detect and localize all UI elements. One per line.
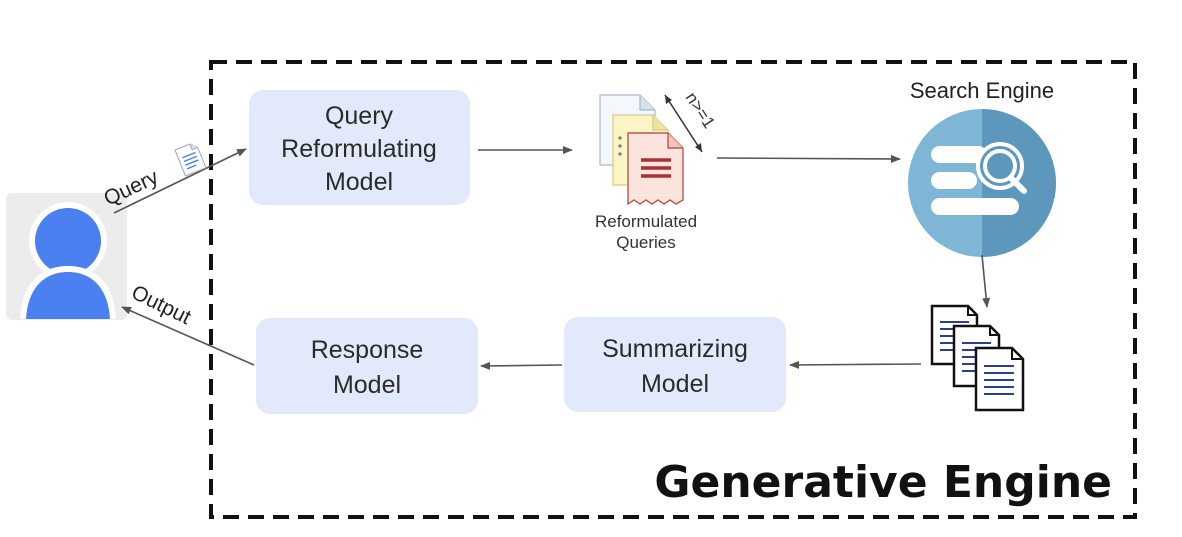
response-model-box: Response Model <box>256 318 478 414</box>
reformulated-queries-line-1: Reformulated <box>595 212 697 231</box>
qrm-line-2: Reformulating <box>281 135 437 163</box>
retrieved-documents-icon <box>930 304 1025 412</box>
query-arrow <box>113 148 247 214</box>
qrm-line-3: Model <box>325 168 393 196</box>
response-line-2: Model <box>333 371 401 399</box>
search-engine-label: Search Engine <box>910 78 1054 103</box>
response-line-1: Response <box>311 336 424 364</box>
generative-engine-title: Generative Engine <box>654 457 1112 508</box>
query-reformulating-model-box: Query Reformulating Model <box>249 90 470 205</box>
queries-to-search-arrow <box>716 154 901 163</box>
docs-to-summarizing-arrow <box>789 360 922 369</box>
query-document-icon <box>174 143 207 177</box>
user-icon <box>6 193 127 320</box>
search-engine-icon <box>908 109 1056 257</box>
reformulated-queries-icon <box>599 94 684 206</box>
generative-engine-container <box>209 60 1137 519</box>
qrm-line-1: Query <box>325 102 394 130</box>
count-double-arrow <box>664 94 703 153</box>
summarizing-to-response-arrow <box>480 361 563 370</box>
count-label: n>=1 <box>682 89 719 132</box>
summarizing-line-2: Model <box>641 370 709 398</box>
summarizing-model-box: Summarizing Model <box>564 317 786 412</box>
output-edge-label: Output <box>128 281 195 329</box>
search-to-docs-arrow <box>981 254 991 308</box>
summarizing-line-1: Summarizing <box>602 335 748 363</box>
output-arrow <box>121 306 255 366</box>
reformulated-queries-line-2: Queries <box>616 233 676 252</box>
